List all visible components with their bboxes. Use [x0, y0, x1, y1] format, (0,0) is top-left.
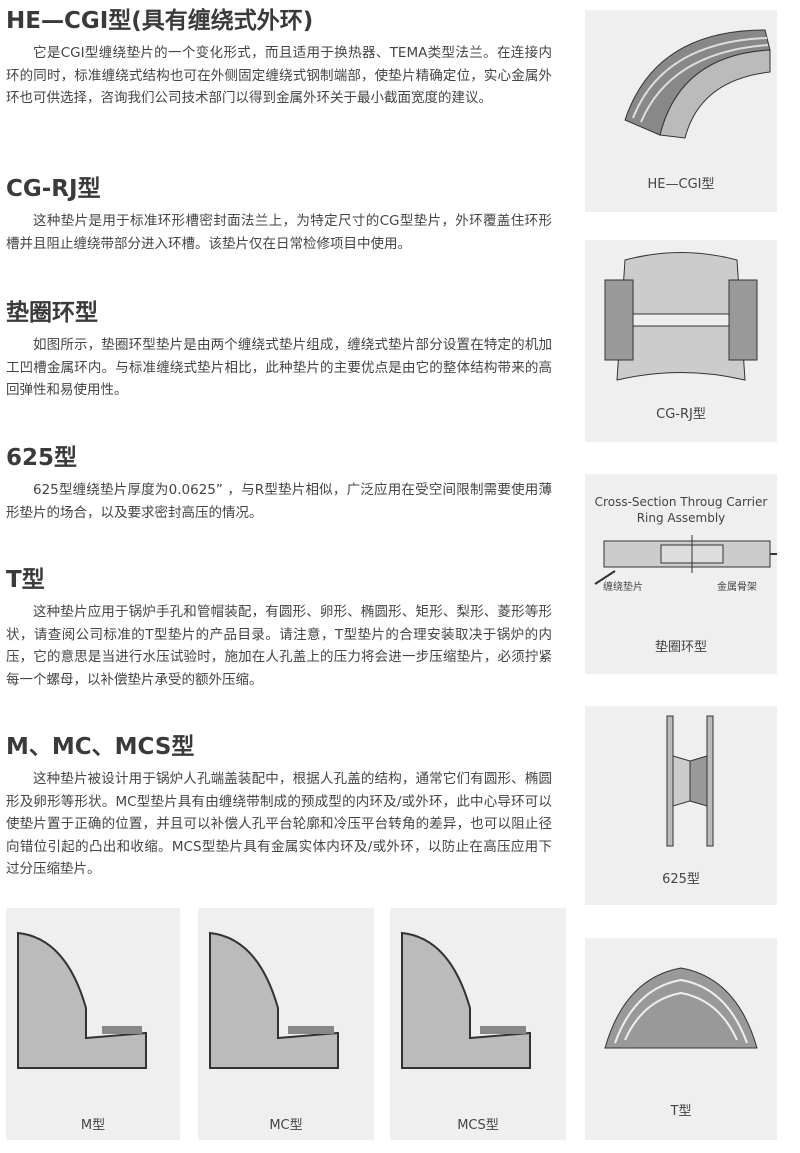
figure-mcs: MCS型 — [390, 908, 566, 1140]
t-gasket-illustration — [604, 967, 758, 1049]
figure-he-cgi: HE—CGI型 — [585, 10, 777, 212]
section-he-cgi: HE—CGI型(具有缠绕式外环) 它是CGI型缠绕垫片的一个变化形式，而且适用于… — [6, 6, 552, 110]
title-line-2: Ring Assembly — [636, 511, 726, 525]
figure-caption: MCS型 — [457, 1118, 499, 1133]
he-cgi-gasket-illustration — [624, 29, 771, 139]
metal-carrier-label: 金属骨架 — [717, 582, 757, 593]
section-body: 这种垫片被设计用于锅炉人孔端盖装配中，根据人孔盖的结构，通常它们有圆形、椭圆形及… — [6, 771, 552, 877]
figure-caption: 垫圈环型 — [654, 640, 707, 655]
figure-625: 625型 — [585, 706, 777, 905]
mc-gasket-illustration — [209, 931, 339, 1069]
mcs-gasket-illustration — [401, 931, 531, 1069]
figure-m: M型 — [6, 908, 180, 1140]
figure-caption: HE—CGI型 — [647, 177, 715, 192]
figure-caption: M型 — [80, 1118, 106, 1133]
carrier-ring-cross-section — [594, 535, 777, 585]
figure-t: T型 — [585, 938, 777, 1140]
section-625: 625型 625型缠绕垫片厚度为0.0625” ，与R型垫片相似，广泛应用在受空… — [6, 443, 552, 524]
m-gasket-illustration — [17, 931, 147, 1069]
section-title: 625型 — [6, 445, 78, 471]
figure-cg-rj: CG-RJ型 — [585, 240, 777, 442]
section-m-mc-mcs: M、MC、MCS型 这种垫片被设计用于锅炉人孔端盖装配中，根据人孔盖的结构，通常… — [6, 732, 552, 881]
section-carrier-ring: 垫圈环型 如图所示，垫圈环型垫片是由两个缠绕式垫片组成，缠绕式垫片部分设置在特定… — [6, 298, 552, 402]
section-title: 垫圈环型 — [6, 300, 98, 326]
figure-caption: CG-RJ型 — [656, 407, 706, 422]
section-body: 这种垫片是用于标准环形槽密封面法兰上，为特定尺寸的CG型垫片，外环覆盖住环形槽并… — [6, 213, 552, 252]
625-gasket-illustration — [666, 715, 714, 847]
section-t: T型 这种垫片应用于锅炉手孔和管帽装配，有圆形、卵形、椭圆形、矩形、梨形、菱形等… — [6, 565, 552, 691]
title-line-1: Cross-Section Throug Carrier — [594, 495, 768, 509]
figure-caption: T型 — [670, 1104, 692, 1119]
wound-gasket-label: 缠绕垫片 — [603, 582, 643, 593]
section-title: T型 — [6, 567, 45, 593]
section-title: HE—CGI型(具有缠绕式外环) — [6, 8, 314, 34]
figure-caption: MC型 — [269, 1118, 303, 1133]
section-body: 625型缠绕垫片厚度为0.0625” ，与R型垫片相似，广泛应用在受空间限制需要… — [6, 482, 552, 521]
section-title: M、MC、MCS型 — [6, 734, 195, 760]
cg-rj-flange-illustration — [604, 252, 758, 381]
figure-mc: MC型 — [198, 908, 374, 1140]
figure-caption: 625型 — [662, 872, 700, 887]
section-cg-rj: CG-RJ型 这种垫片是用于标准环形槽密封面法兰上，为特定尺寸的CG型垫片，外环… — [6, 174, 552, 255]
section-body: 这种垫片应用于锅炉手孔和管帽装配，有圆形、卵形、椭圆形、矩形、梨形、菱形等形状，… — [6, 604, 552, 688]
section-body: 如图所示，垫圈环型垫片是由两个缠绕式垫片组成，缠绕式垫片部分设置在特定的机加工凹… — [6, 337, 552, 398]
section-body: 它是CGI型缠绕垫片的一个变化形式，而且适用于换热器、TEMA类型法兰。在连接内… — [6, 45, 552, 106]
section-title: CG-RJ型 — [6, 176, 101, 202]
